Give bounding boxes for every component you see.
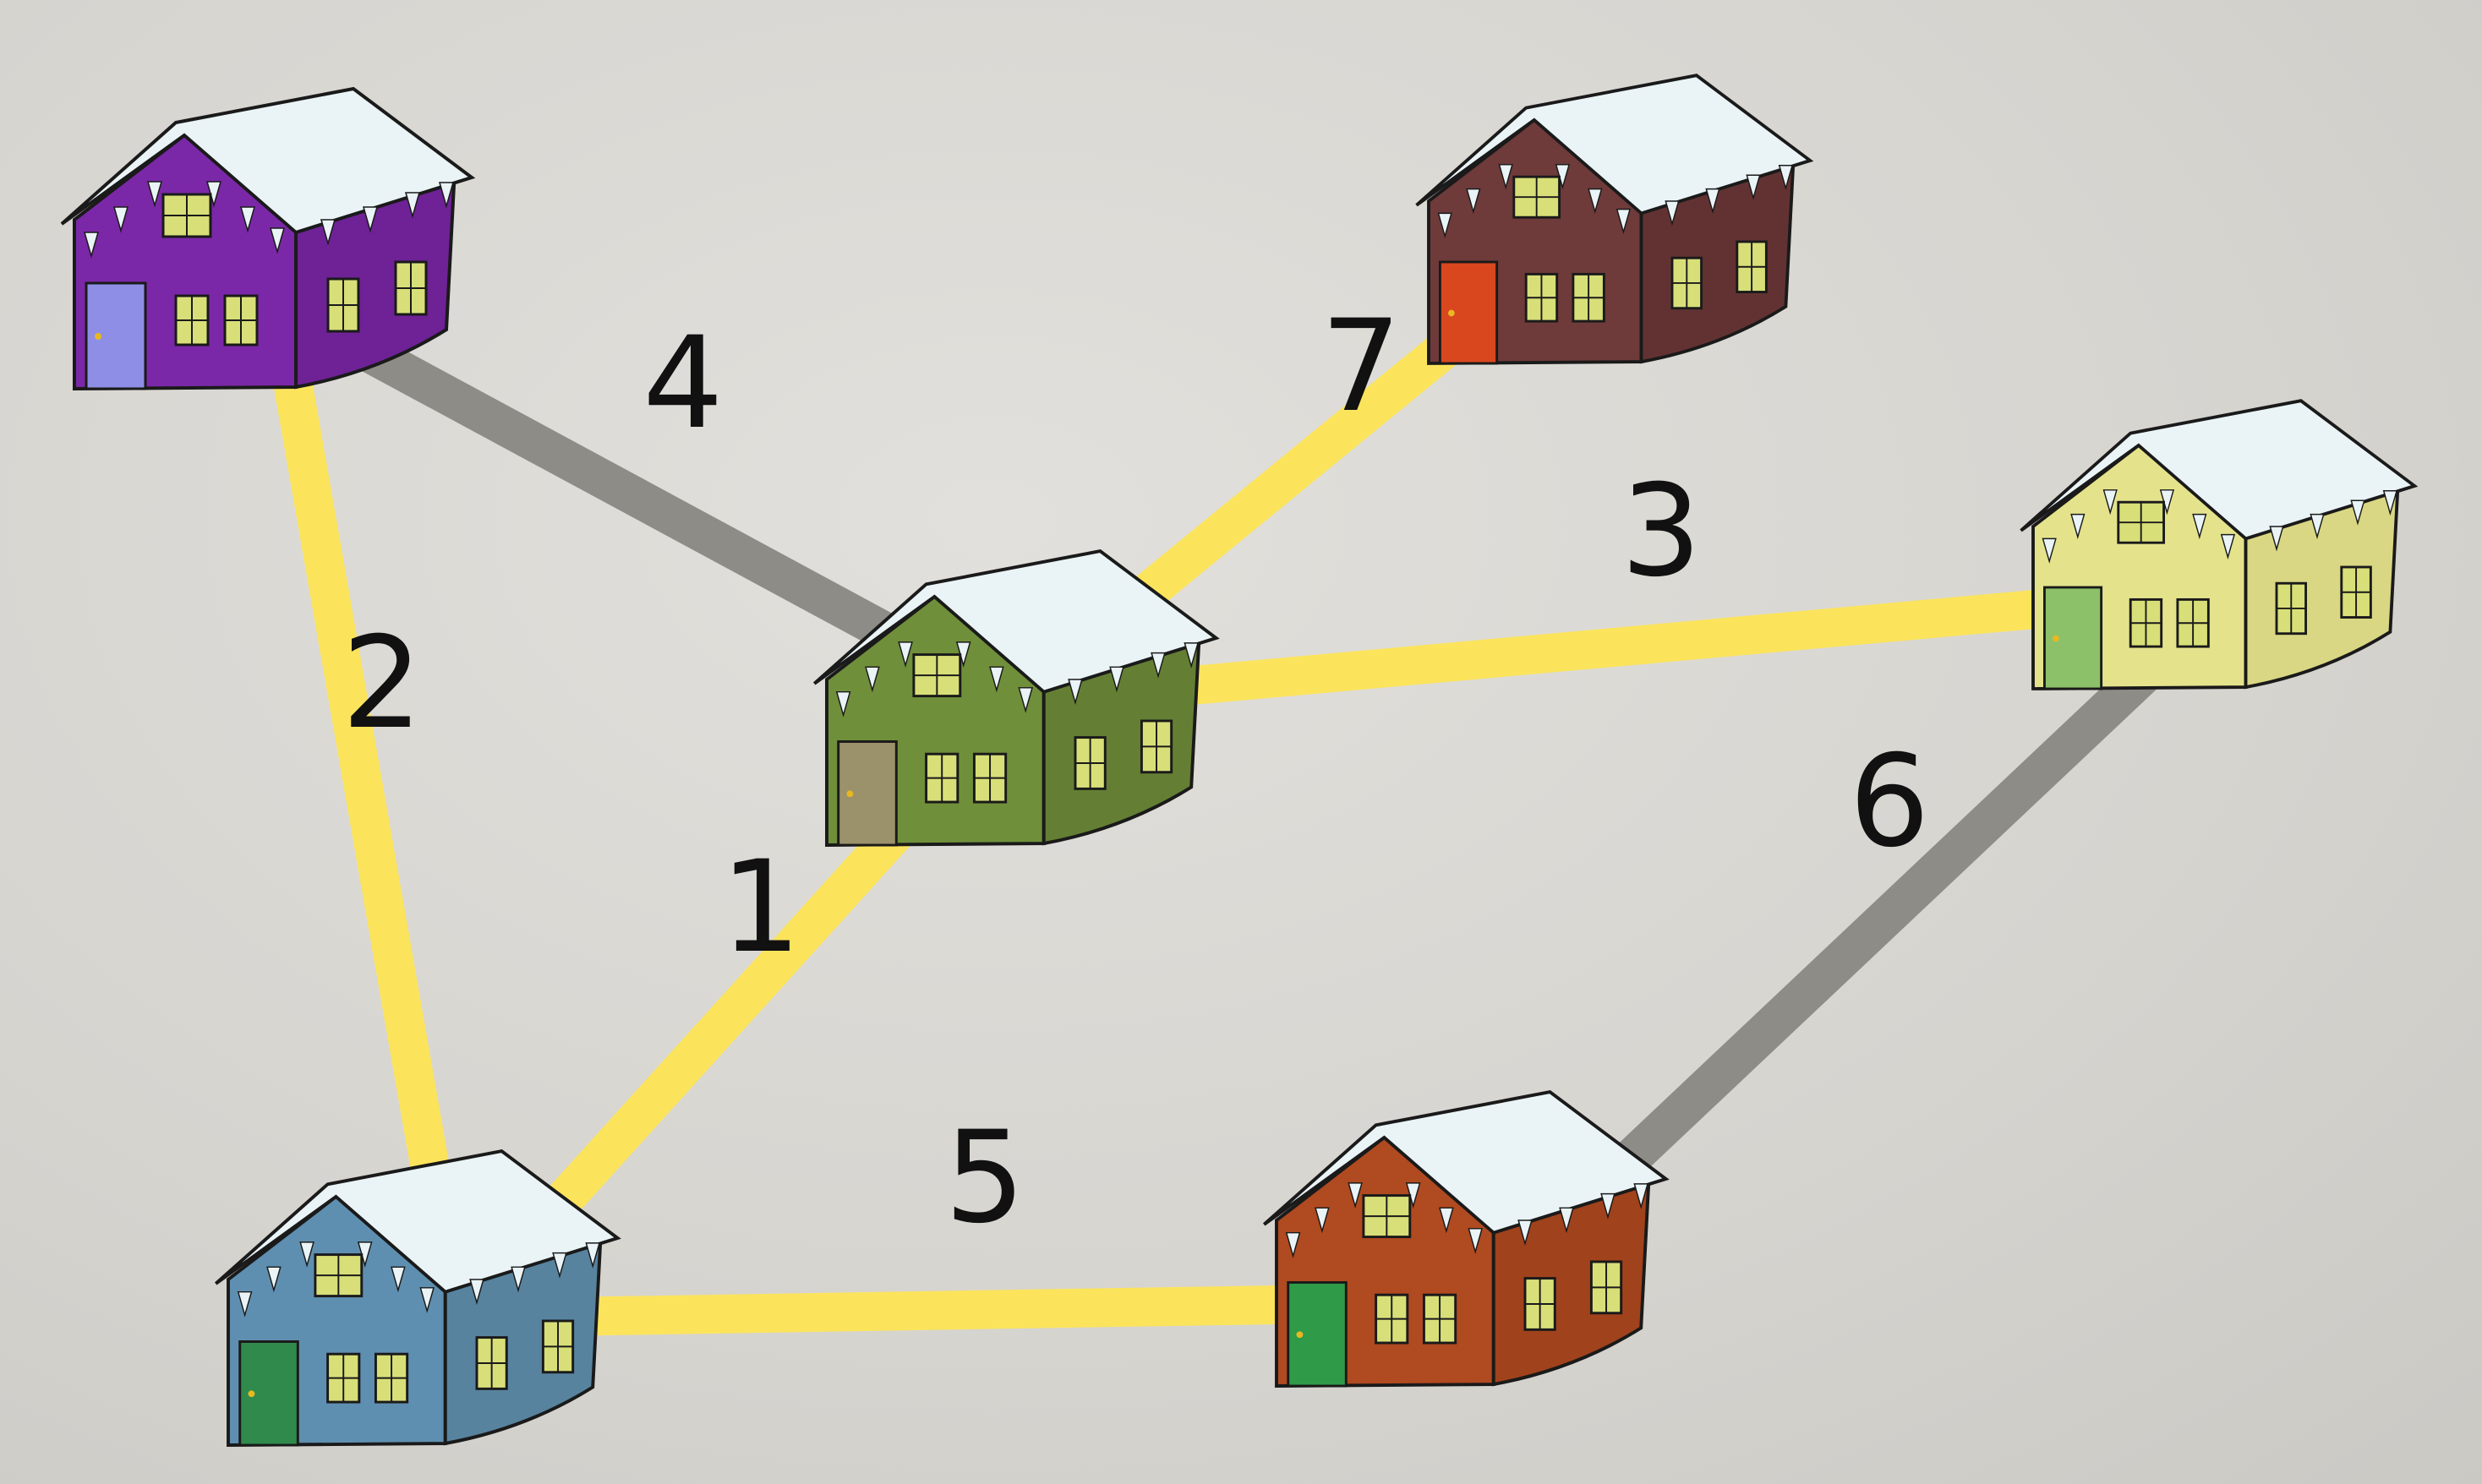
house-blue xyxy=(214,1149,621,1447)
icicles xyxy=(2042,489,2398,564)
edges-layer xyxy=(260,264,2245,1338)
side-windows xyxy=(2275,565,2372,636)
side-windows xyxy=(1523,1260,1623,1331)
edge-label-green-yellow: 3 xyxy=(1621,458,1701,605)
front-windows xyxy=(925,752,1008,804)
house-maroon xyxy=(1415,74,1814,365)
house-green xyxy=(812,549,1220,847)
gable-window xyxy=(161,193,212,238)
gable-window xyxy=(314,1253,364,1298)
gable-window xyxy=(1362,1194,1412,1239)
edge-label-green-maroon: 7 xyxy=(1320,293,1401,440)
side-windows xyxy=(475,1319,575,1390)
icicles xyxy=(237,1241,601,1318)
edge-green-yellow xyxy=(1012,572,2234,721)
icicles xyxy=(1285,1182,1649,1258)
house-roof xyxy=(812,549,1220,694)
edge-label-purple-green: 4 xyxy=(642,310,723,457)
icicles xyxy=(1437,164,1794,238)
house-yellow xyxy=(2020,399,2419,690)
house-orange xyxy=(1262,1090,1670,1388)
edge-label-yellow-orange: 6 xyxy=(1849,728,1929,876)
gable-window xyxy=(2117,500,2166,544)
house-side-wall xyxy=(1639,150,1796,364)
gable-window xyxy=(912,653,962,698)
front-windows xyxy=(326,1352,409,1404)
front-windows xyxy=(1524,272,1605,323)
house-side-wall xyxy=(1041,627,1202,846)
edge-label-purple-blue: 2 xyxy=(342,610,422,757)
edge-labels-layer: 1 2 3 4 5 6 7 xyxy=(342,293,1929,1252)
edge-label-blue-orange: 5 xyxy=(944,1105,1025,1252)
edge-label-green-blue: 1 xyxy=(720,834,801,981)
houses-layer xyxy=(60,74,2419,1447)
front-windows xyxy=(1375,1293,1457,1345)
house-roof xyxy=(1262,1090,1670,1235)
side-windows xyxy=(1670,240,1768,310)
front-windows xyxy=(2129,597,2210,648)
gable-window xyxy=(1512,175,1561,219)
house-purple xyxy=(60,86,476,391)
icicles xyxy=(84,181,454,259)
front-windows xyxy=(174,294,259,346)
edge-purple-blue xyxy=(260,301,476,1322)
side-windows xyxy=(326,260,428,333)
house-roof xyxy=(1415,74,1814,216)
side-windows xyxy=(1074,719,1173,790)
icicles xyxy=(835,641,1200,717)
house-roof xyxy=(60,86,476,235)
house-roof xyxy=(214,1149,621,1294)
house-roof xyxy=(2020,399,2419,541)
